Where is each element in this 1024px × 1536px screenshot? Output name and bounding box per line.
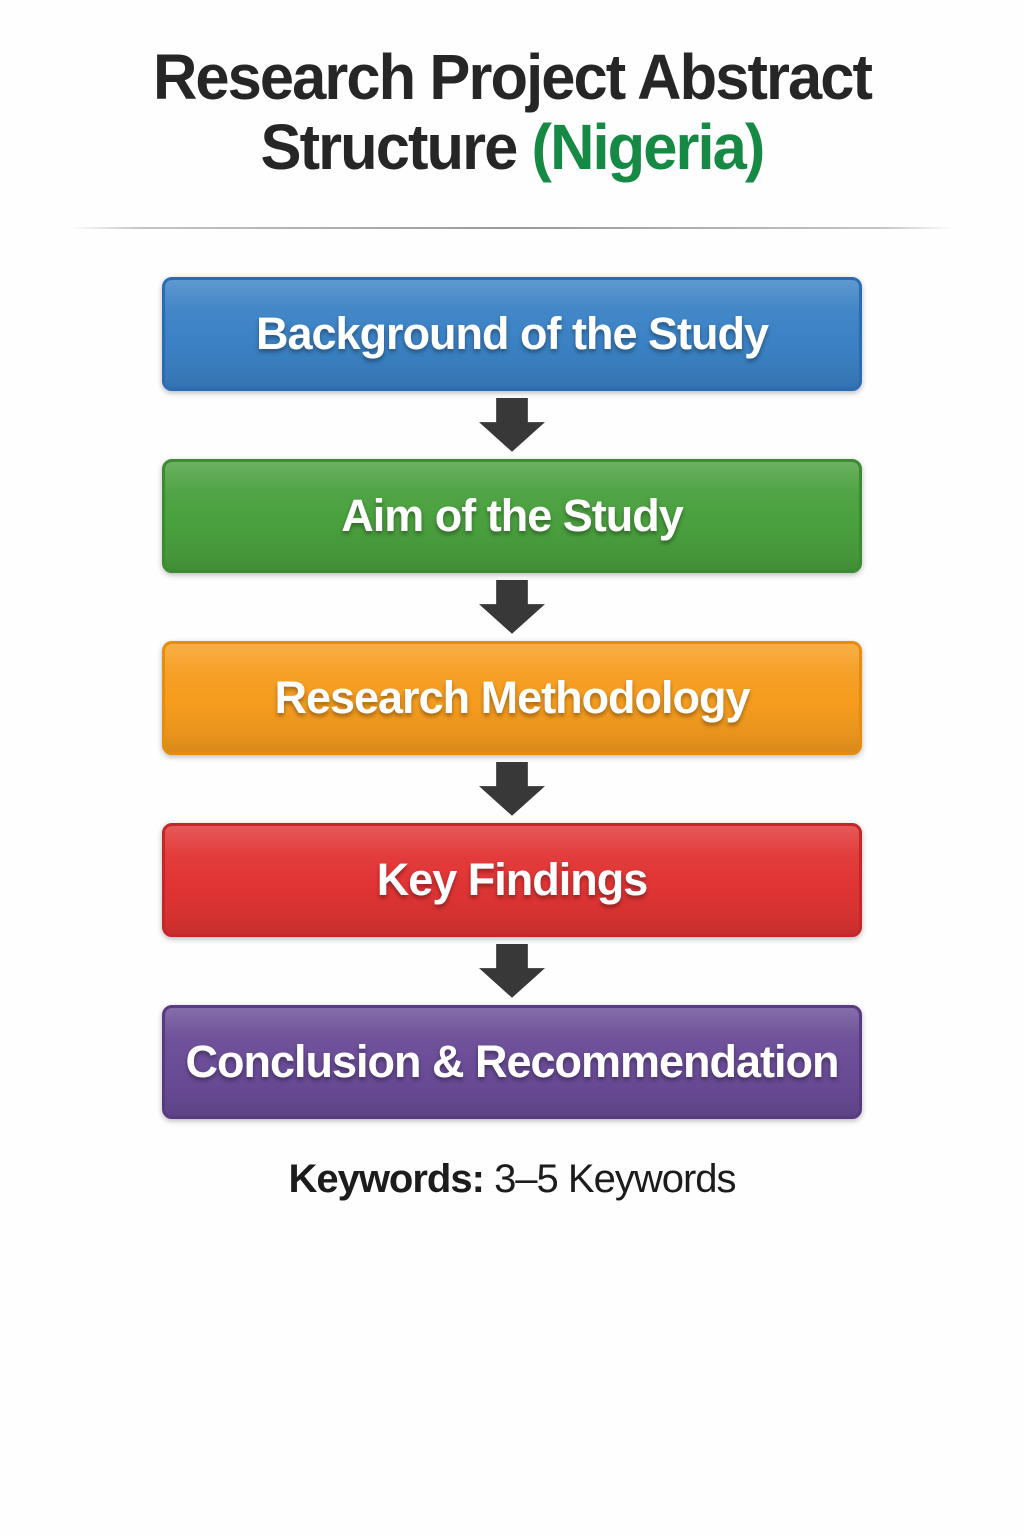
step-label: Research Methodology	[274, 671, 750, 723]
title-separator	[70, 226, 954, 229]
step-aim-of-study: Aim of the Study	[162, 458, 862, 573]
down-arrow-icon	[479, 579, 545, 634]
step-conclusion-recommendation: Conclusion & Recommendation	[162, 1004, 862, 1119]
title-line-2: Structure (Nigeria)	[20, 112, 1003, 182]
title-line-1: Research Project Abstract	[152, 41, 873, 113]
keywords-value: 3–5 Keywords	[494, 1156, 736, 1201]
step-background-of-study: Background of the Study	[162, 276, 862, 391]
page-title: Research Project Abstract Structure (Nig…	[0, 42, 1024, 183]
down-arrow-icon	[479, 397, 545, 452]
step-label: Key Findings	[376, 853, 649, 905]
keywords-line: Keywords: 3–5 Keywords	[0, 1157, 1024, 1202]
keywords-label: Keywords:	[288, 1156, 484, 1201]
step-label: Conclusion & Recommendation	[185, 1035, 839, 1087]
flow-diagram: Background of the Study Aim of the Study…	[0, 276, 1024, 1119]
step-key-findings: Key Findings	[162, 822, 862, 937]
title-line-2-text: Structure	[260, 111, 532, 184]
step-label: Background of the Study	[255, 307, 769, 359]
down-arrow-icon	[479, 761, 545, 816]
step-research-methodology: Research Methodology	[162, 640, 862, 755]
title-accent-nigeria: (Nigeria)	[531, 111, 766, 184]
step-label: Aim of the Study	[341, 489, 683, 541]
down-arrow-icon	[479, 943, 545, 998]
